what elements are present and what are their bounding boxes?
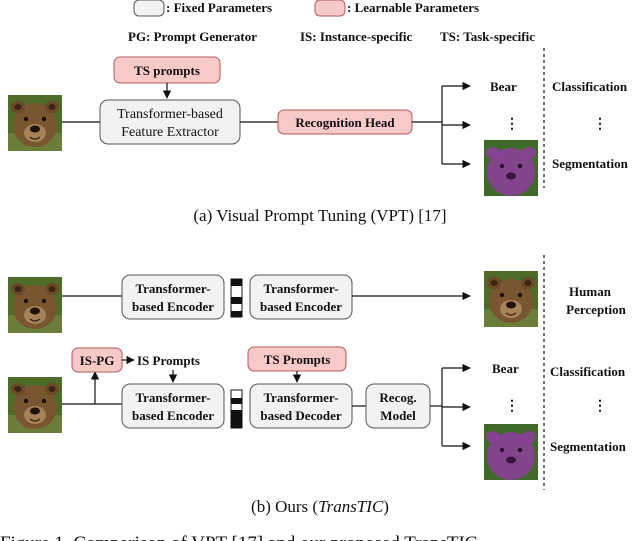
legend-is: IS: Instance-specific: [300, 29, 413, 44]
ours-out-dots: ⋮: [505, 399, 519, 414]
vpt-task-dots: ⋮: [593, 117, 607, 132]
vpt-input-image: [7, 94, 63, 152]
ours-enc3-line1: Transformer-: [135, 390, 210, 405]
ours-seg-image: [484, 424, 538, 480]
ours-latent-top: [230, 278, 243, 318]
ours-task-classification: Classification: [550, 364, 626, 379]
ours-enc3-line2: based Encoder: [132, 408, 214, 423]
ours-encoder-bottom: [121, 383, 225, 429]
ours-ispg-label: IS-PG: [80, 353, 115, 368]
ours-is-prompts: IS Prompts: [137, 353, 200, 368]
vpt-task-classification: Classification: [552, 79, 628, 94]
vpt-seg-image: [484, 140, 538, 196]
ours-output-image-top: [483, 270, 539, 328]
ours-encoder-top-1: [121, 274, 225, 320]
vpt-extractor-line1: Transformer-based: [117, 107, 223, 122]
ours-task-dots: ⋮: [593, 399, 607, 414]
ours-task-segmentation: Segmentation: [550, 439, 627, 454]
legend-ts: TS: Task-specific: [440, 29, 535, 44]
vpt-task-segmentation: Segmentation: [552, 156, 629, 171]
ours-latent-bottom: [230, 389, 243, 429]
ours-human-line1: Human: [569, 284, 612, 299]
vpt-ts-prompts-label: TS prompts: [134, 63, 200, 78]
legend-learnable-swatch: [314, 0, 346, 17]
vpt-diagram: TS prompts Transformer-based Feature Ext…: [7, 48, 629, 225]
vpt-extractor-line2: Feature Extractor: [121, 125, 219, 140]
legend-learnable-label: : Learnable Parameters: [347, 0, 479, 15]
ours-input-image-top: [7, 276, 63, 334]
ours-recog-line2: Model: [380, 408, 416, 423]
legend-pg: PG: Prompt Generator: [128, 29, 257, 44]
legend-fixed-swatch: [133, 0, 165, 17]
vpt-out-dots: ⋮: [505, 117, 519, 132]
ours-input-image-bottom: [7, 376, 63, 434]
ours-caption: (b) Ours (TransTIC): [251, 497, 389, 516]
ours-out-bear: Bear: [492, 361, 519, 376]
vpt-head-label: Recognition Head: [295, 115, 395, 130]
vpt-out-bear: Bear: [490, 79, 517, 94]
ours-enc1-line1: Transformer-: [135, 281, 210, 296]
ours-enc2-line1: Transformer-: [263, 281, 338, 296]
ours-enc2-line2: based Encoder: [260, 299, 342, 314]
ours-ts-prompts-label: TS Prompts: [264, 352, 331, 367]
ours-recog-line1: Recog.: [379, 390, 416, 405]
figure-caption: Figure 1. Comparison of VPT [17] and our…: [0, 533, 477, 541]
ours-encoder-top-2: [249, 274, 353, 320]
ours-dec-line2: based Decoder: [260, 408, 341, 423]
legend: : Fixed Parameters : Learnable Parameter…: [128, 0, 535, 44]
ours-human-line2: Perception: [566, 302, 626, 317]
ours-dec-line1: Transformer-: [263, 390, 338, 405]
vpt-caption: (a) Visual Prompt Tuning (VPT) [17]: [193, 206, 446, 225]
ours-diagram: Transformer- based Encoder Transformer- …: [7, 255, 627, 516]
ours-enc1-line2: based Encoder: [132, 299, 214, 314]
legend-fixed-label: : Fixed Parameters: [166, 0, 272, 15]
